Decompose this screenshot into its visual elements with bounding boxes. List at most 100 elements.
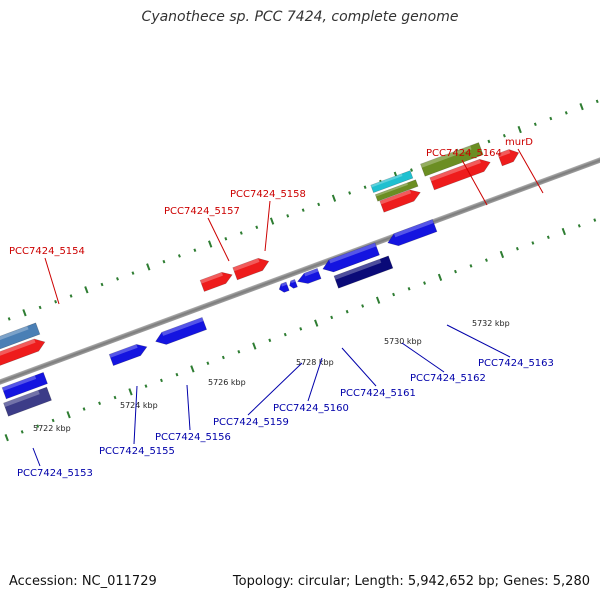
reverse-gene-label[interactable]: PCC7424_5156 (155, 432, 231, 443)
gene-arrow (0, 338, 46, 368)
reverse-gene-label[interactable]: PCC7424_5160 (273, 403, 349, 414)
gene-highlight (304, 268, 319, 277)
tick-mark (314, 319, 319, 327)
tick-mark (84, 286, 89, 294)
tick-mark (286, 214, 290, 218)
tick-mark (38, 305, 42, 310)
tick-mark (499, 250, 505, 259)
forward-tick-track (7, 99, 599, 321)
gene-highlight (370, 173, 403, 188)
tick-mark (317, 202, 321, 207)
tick-mark (162, 259, 166, 264)
leader-line (186, 384, 191, 431)
forward-gene-label[interactable]: PCC7424_5154 (9, 246, 85, 257)
tick-mark (190, 365, 195, 373)
leader-line (341, 347, 377, 387)
tick-mark (160, 378, 163, 383)
tick-mark (410, 168, 413, 172)
gene-box-navy (333, 255, 394, 289)
gene-arrow (429, 158, 491, 191)
tick-mark (579, 102, 584, 111)
gene-highlight (161, 317, 204, 336)
leader-line (461, 159, 488, 206)
tick-mark (564, 111, 568, 115)
gene-highlight (393, 219, 434, 238)
genome-title: Cyanothece sp. PCC 7424, complete genome (141, 9, 459, 25)
tick-mark (36, 424, 40, 428)
gene-arrow (199, 271, 233, 292)
genome-summary: Topology: circular; Length: 5,942,652 bp… (232, 574, 590, 589)
tick-mark (128, 388, 133, 396)
accession-label: Accession: NC_011729 (9, 574, 157, 589)
tick-mark (221, 355, 225, 360)
reverse-gene-label[interactable]: PCC7424_5159 (213, 417, 289, 428)
gene-highlight (290, 279, 296, 284)
gene-box (1, 371, 48, 400)
scale-label: 5722 kbp (33, 424, 71, 433)
gene-highlight (3, 390, 40, 408)
tick-mark (484, 258, 488, 262)
reverse-gene-label[interactable]: PCC7424_5161 (340, 388, 416, 399)
gene-arrow (297, 267, 322, 284)
tick-mark (175, 372, 179, 377)
leader-line (446, 324, 511, 358)
tick-mark (98, 401, 102, 406)
tick-mark (392, 292, 396, 297)
gene-box-olive (374, 179, 419, 202)
tick-mark (515, 246, 519, 251)
tick-mark (577, 224, 581, 228)
tick-mark (561, 227, 566, 236)
label-leader-lines (32, 148, 544, 467)
tick-mark (116, 277, 119, 281)
gene-highlight (329, 242, 377, 264)
gene-arrow-small (289, 278, 298, 289)
tick-mark (595, 99, 599, 104)
tick-mark (549, 116, 553, 121)
reverse-gene-label[interactable]: PCC7424_5163 (478, 358, 554, 369)
tick-mark (237, 350, 241, 354)
gene-highlight (333, 259, 382, 280)
gene-highlight (281, 282, 288, 287)
reverse-gene-label[interactable]: PCC7424_5162 (410, 373, 486, 384)
forward-gene-label[interactable]: PCC7424_5164 (426, 148, 502, 159)
leader-line (44, 257, 60, 305)
tick-mark (239, 231, 243, 235)
tick-mark (299, 327, 303, 331)
gene-arrow (232, 257, 270, 281)
scale-label: 5728 kbp (296, 358, 334, 367)
gene-labels: PCC7424_5154PCC7424_5157PCC7424_5158PCC7… (9, 137, 554, 479)
tick-mark (255, 225, 259, 230)
tick-mark (22, 309, 27, 317)
scale-label: 5730 kbp (384, 337, 422, 346)
gene-highlight (200, 272, 223, 284)
tick-mark (407, 287, 411, 291)
tick-mark (348, 191, 352, 195)
gene-highlight (497, 149, 511, 158)
forward-gene-label[interactable]: PCC7424_5158 (230, 189, 306, 200)
tick-mark (51, 418, 55, 423)
tick-mark (69, 294, 73, 298)
reverse-gene-label[interactable]: PCC7424_5153 (17, 468, 93, 479)
tick-mark (54, 299, 58, 304)
gene-highlight (0, 326, 29, 346)
gene-arrow (322, 242, 380, 273)
forward-gene-label[interactable]: PCC7424_5157 (164, 206, 240, 217)
reverse-tick-track (4, 218, 597, 442)
scale-label: 5724 kbp (120, 401, 158, 410)
tick-mark (4, 433, 9, 442)
tick-mark (437, 273, 443, 281)
gene-highlight (109, 344, 138, 358)
tick-mark (131, 271, 135, 275)
tick-mark (82, 407, 86, 411)
gene-features (0, 142, 520, 417)
tick-mark (224, 237, 228, 241)
reverse-gene-label[interactable]: PCC7424_5155 (99, 446, 175, 457)
tick-mark (502, 133, 506, 138)
tick-mark (533, 122, 537, 127)
tick-mark (269, 217, 275, 225)
tick-mark (7, 317, 11, 321)
gene-highlight (232, 258, 260, 272)
forward-gene-label[interactable]: murD (505, 137, 533, 148)
gene-arrow (155, 316, 208, 345)
